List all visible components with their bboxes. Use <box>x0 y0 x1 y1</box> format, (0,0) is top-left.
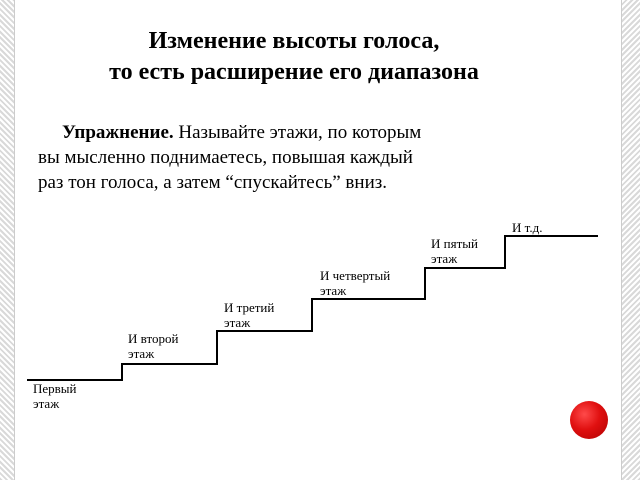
step-label-5-line-2: этаж <box>431 251 458 266</box>
step-label-5: И пятый этаж <box>431 236 478 266</box>
step-label-2: И второй этаж <box>128 331 178 361</box>
step-label-2-line-2: этаж <box>128 346 155 361</box>
step-label-3-line-2: этаж <box>224 315 251 330</box>
right-border-line <box>621 0 622 480</box>
step-label-6: И т.д. <box>512 220 542 235</box>
step-label-5-line-1: И пятый <box>431 236 478 251</box>
step-label-6-line-1: И т.д. <box>512 220 543 235</box>
title-line-2: то есть расширение его диапазона <box>109 59 479 85</box>
staircase-line <box>27 235 598 381</box>
slide-title: Изменение высоты голоса, то есть расшире… <box>14 26 574 88</box>
step-label-3: И третий этаж <box>224 300 274 330</box>
title-line-1: Изменение высоты голоса, <box>148 28 440 54</box>
left-decorative-border <box>0 0 14 480</box>
step-label-1-line-2: этаж <box>33 396 60 411</box>
step-label-4-line-2: этаж <box>320 283 347 298</box>
step-label-4-line-1: И четвертый <box>320 268 391 283</box>
exercise-line-1: Упражнение. Называйте этажи, по которым <box>38 120 558 145</box>
step-label-1: Первый этаж <box>33 381 77 411</box>
step-label-1-line-1: Первый <box>33 381 77 396</box>
red-circle-decoration <box>570 401 608 439</box>
exercise-line-2: вы мысленно поднимаетесь, повышая каждый <box>38 147 413 168</box>
left-border-line <box>14 0 15 480</box>
step-label-3-line-1: И третий <box>224 300 275 315</box>
exercise-paragraph: Упражнение. Называйте этажи, по которым … <box>38 120 558 195</box>
step-label-4: И четвертый этаж <box>320 268 390 298</box>
exercise-label: Упражнение. <box>62 122 174 143</box>
exercise-line-3: раз тон голоса, а затем “спускайтесь” вн… <box>38 172 387 193</box>
right-decorative-border <box>622 0 640 480</box>
exercise-line-1-text: Называйте этажи, по которым <box>173 122 422 143</box>
step-label-2-line-1: И второй <box>128 331 179 346</box>
